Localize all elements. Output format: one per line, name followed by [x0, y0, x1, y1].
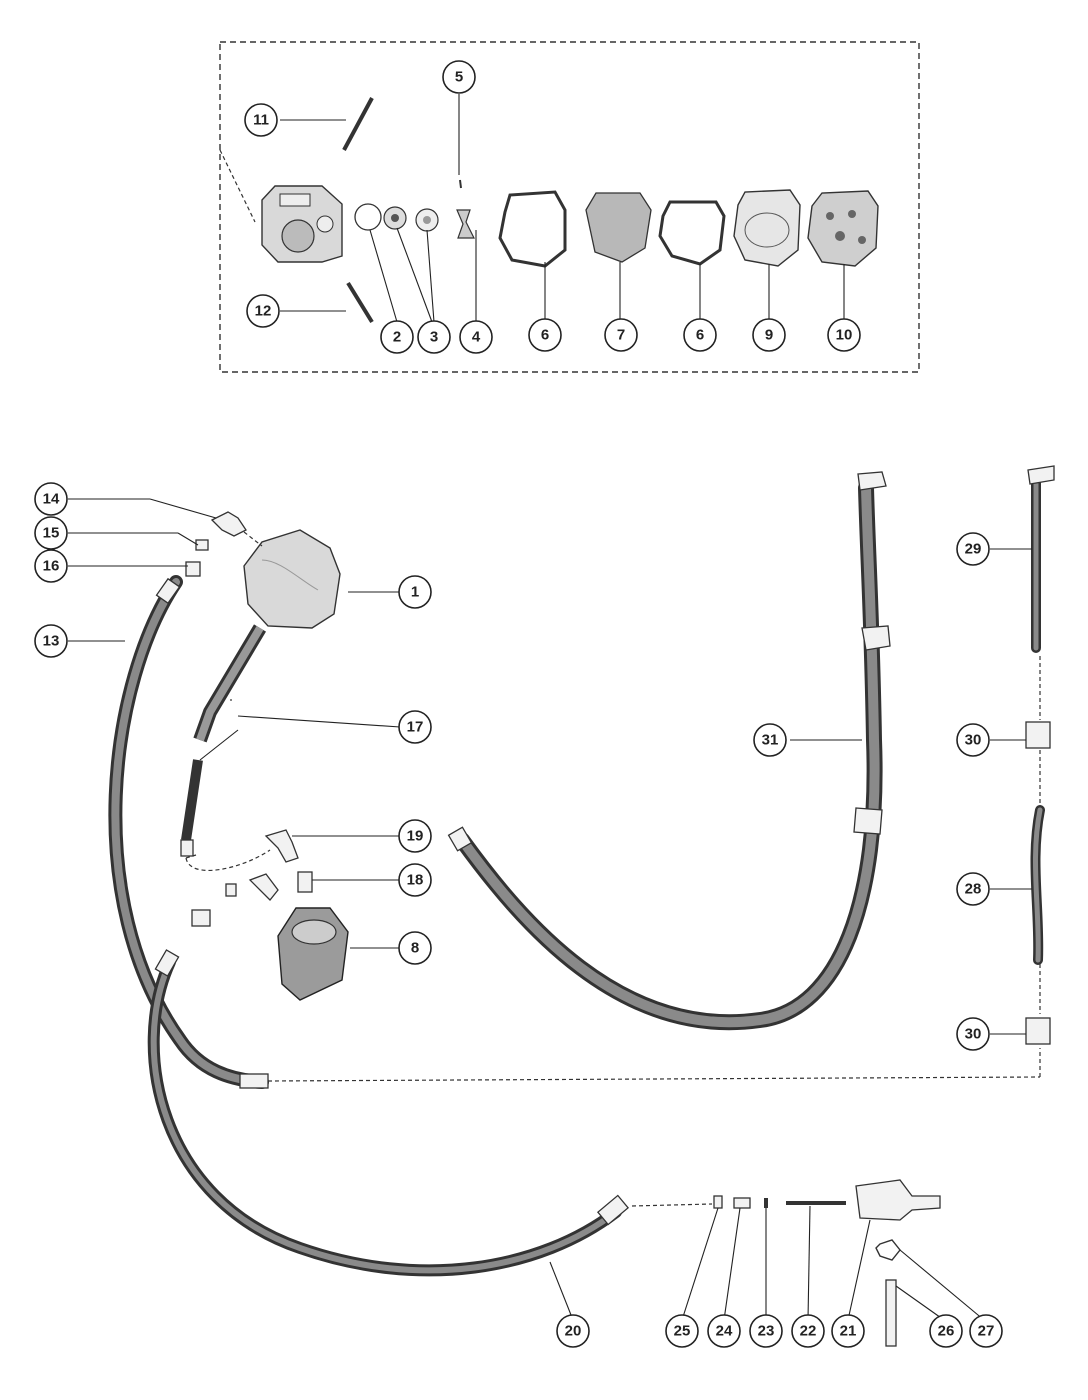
part-8-fuel-filter — [277, 907, 349, 1001]
right-column-parts — [1025, 465, 1055, 1045]
part-4-bracket — [456, 209, 475, 239]
callout-22: 22 — [791, 1314, 825, 1348]
callout-8: 8 — [398, 931, 432, 965]
callout-1: 1 — [398, 575, 432, 609]
svg-text:23: 23 — [758, 1323, 775, 1340]
svg-text:18: 18 — [407, 872, 424, 889]
part-pump-body — [261, 185, 343, 263]
svg-text:13: 13 — [43, 633, 60, 650]
callout-23: 23 — [749, 1314, 783, 1348]
part-7-diaphragm — [585, 192, 652, 263]
svg-text:16: 16 — [43, 558, 60, 575]
inset-leaders — [280, 94, 845, 323]
svg-text:24: 24 — [716, 1323, 733, 1340]
svg-text:4: 4 — [472, 329, 481, 346]
callout-31: 31 — [753, 723, 787, 757]
callout-18: 18 — [398, 863, 432, 897]
callout-30a: 30 — [956, 723, 990, 757]
part-9-cover — [733, 189, 801, 267]
svg-text:22: 22 — [800, 1323, 817, 1340]
part-12-screw — [346, 281, 374, 324]
inset-pointer-line — [219, 149, 256, 223]
callout-5: 5 — [442, 60, 476, 94]
svg-text:29: 29 — [965, 541, 982, 558]
svg-text:30: 30 — [965, 732, 982, 749]
svg-text:20: 20 — [565, 1323, 582, 1340]
callout-11: 11 — [244, 103, 278, 137]
svg-text:5: 5 — [455, 69, 463, 86]
part-17-hose — [180, 624, 267, 857]
svg-text:3: 3 — [430, 329, 438, 346]
callout-16: 16 — [34, 549, 68, 583]
fittings-21-25 — [713, 1179, 941, 1347]
svg-text:28: 28 — [965, 881, 982, 898]
callout-2: 2 — [380, 320, 414, 354]
svg-text:6: 6 — [696, 327, 704, 344]
svg-text:14: 14 — [43, 491, 60, 508]
part-10-cover — [807, 190, 879, 267]
svg-text:9: 9 — [765, 327, 773, 344]
callout-4: 4 — [459, 320, 493, 354]
svg-text:21: 21 — [840, 1323, 857, 1340]
svg-text:30: 30 — [965, 1026, 982, 1043]
svg-text:8: 8 — [411, 940, 419, 957]
svg-text:17: 17 — [407, 719, 424, 736]
svg-text:15: 15 — [43, 525, 60, 542]
svg-text:27: 27 — [978, 1323, 995, 1340]
svg-text:7: 7 — [617, 327, 625, 344]
callout-6a: 6 — [528, 318, 562, 352]
callout-15: 15 — [34, 516, 68, 550]
callout-30b: 30 — [956, 1017, 990, 1051]
callout-10: 10 — [827, 318, 861, 352]
part-31-hose-assembly — [447, 471, 891, 1030]
callout-13: 13 — [34, 624, 68, 658]
svg-text:6: 6 — [541, 327, 549, 344]
callout-3: 3 — [417, 320, 451, 354]
callout-25: 25 — [665, 1314, 699, 1348]
part-1-fuel-pump — [243, 529, 341, 629]
svg-text:2: 2 — [393, 329, 401, 346]
callout-20: 20 — [556, 1314, 590, 1348]
callout-28: 28 — [956, 872, 990, 906]
svg-text:31: 31 — [762, 732, 779, 749]
callout-24: 24 — [707, 1314, 741, 1348]
callout-26: 26 — [929, 1314, 963, 1348]
svg-text:1: 1 — [411, 584, 419, 601]
part-6-gasket-a — [498, 190, 567, 268]
callout-14: 14 — [34, 482, 68, 516]
callout-29: 29 — [956, 532, 990, 566]
callout-12: 12 — [246, 294, 280, 328]
inset-parts — [261, 97, 879, 324]
callout-17: 17 — [398, 710, 432, 744]
part-6-gasket-b — [658, 200, 726, 266]
callout-7: 7 — [604, 318, 638, 352]
repair-kit-inset-box — [219, 41, 920, 373]
part-20-hose — [147, 949, 630, 1277]
svg-text:11: 11 — [253, 112, 269, 129]
part-13-hose — [108, 575, 269, 1089]
callout-21: 21 — [831, 1314, 865, 1348]
svg-text:10: 10 — [836, 327, 853, 344]
fittings-19-18 — [191, 829, 313, 927]
svg-text:25: 25 — [674, 1323, 691, 1340]
part-2-disc — [354, 203, 382, 231]
callout-27: 27 — [969, 1314, 1003, 1348]
svg-text:26: 26 — [938, 1323, 955, 1340]
part-5-pin — [459, 179, 462, 189]
callout-6b: 6 — [683, 318, 717, 352]
fittings-14-15-16 — [185, 511, 247, 577]
part-11-screw — [342, 97, 374, 151]
callout-19: 19 — [398, 819, 432, 853]
svg-text:19: 19 — [407, 828, 424, 845]
callout-9: 9 — [752, 318, 786, 352]
svg-text:12: 12 — [255, 303, 272, 320]
